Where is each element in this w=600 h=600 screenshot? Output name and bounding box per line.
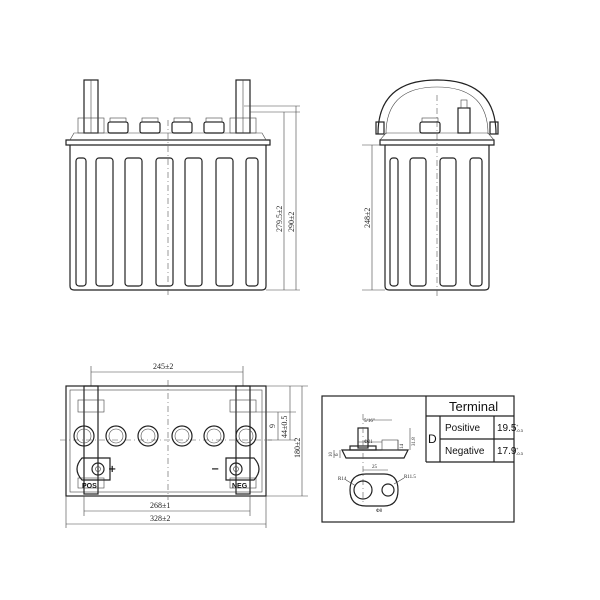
terminal-row-negative-tol-lower: -0.3 — [516, 451, 524, 456]
dim-top-total-length: 328±2 — [150, 514, 170, 523]
terminal-detail-panel: Terminal D Positive 19.5 + -0.3 Negative… — [321, 395, 524, 523]
neg-label: NEG — [232, 483, 248, 490]
side-ribs — [389, 157, 483, 287]
front-handle-posts — [77, 79, 257, 134]
terminal-drawing: 5/16" Φ21 14 31.8 10 6 25 R14 R11.5 Φ8 — [329, 414, 417, 514]
terminal-row-negative-tol-upper: + — [516, 446, 519, 451]
terminal-dim-r-left: R14 — [338, 477, 347, 482]
front-dimension-lines: 279.5±2 290±2 — [244, 105, 300, 291]
dim-side-height: 248±2 — [363, 208, 372, 228]
front-vent-caps — [107, 117, 225, 134]
terminal-title: Terminal — [449, 399, 498, 414]
side-handle-arch — [377, 79, 497, 135]
terminal-dim-h1: 14 — [400, 444, 405, 450]
terminal-row-negative-value: 17.9 — [497, 446, 517, 457]
terminal-dim-base1: 10 — [329, 452, 334, 458]
top-positive-terminal: + — [76, 457, 116, 481]
terminal-row-negative-name: Negative — [445, 446, 485, 457]
terminal-dim-base2: 6 — [335, 453, 340, 456]
terminal-dim-arc-small: Φ8 — [376, 509, 383, 514]
terminal-row-positive-value: 19.5 — [497, 423, 517, 434]
terminal-row-positive-tol-lower: -0.3 — [516, 428, 524, 433]
top-negative-terminal: − — [211, 457, 260, 481]
terminal-dim-hole: Φ21 — [364, 440, 373, 445]
front-ribs — [75, 157, 259, 287]
top-vent-caps — [73, 425, 257, 447]
terminal-row-positive-name: Positive — [445, 423, 480, 434]
dim-top-offset-mid: 44±0.5 — [280, 416, 289, 438]
front-view: 279.5±2 290±2 — [65, 79, 300, 296]
dim-front-inner-height: 279.5±2 — [275, 206, 284, 232]
terminal-dim-r-right: R11.5 — [404, 475, 416, 480]
side-view: 248±2 — [362, 79, 499, 296]
pos-label: POS — [82, 483, 97, 490]
terminal-code: D — [428, 432, 437, 446]
terminal-dim-h2: 31.8 — [412, 437, 417, 446]
dim-top-pole-spacing: 245±2 — [153, 362, 173, 371]
dim-top-inner-length: 268±1 — [150, 501, 170, 510]
minus-symbol: − — [211, 464, 219, 475]
terminal-row-positive-tol-upper: + — [516, 423, 519, 428]
dim-top-width: 180±2 — [293, 438, 302, 458]
terminal-spec-table: Terminal D Positive 19.5 + -0.3 Negative… — [425, 396, 524, 463]
plus-symbol: + — [108, 464, 116, 475]
top-view: 245±2 — [60, 362, 308, 528]
terminal-dim-bolt: 5/16" — [364, 419, 375, 424]
terminal-dim-width: 25 — [372, 465, 378, 470]
dim-top-offset-small: 9 — [268, 424, 277, 428]
dim-front-total-height: 290±2 — [287, 212, 296, 232]
